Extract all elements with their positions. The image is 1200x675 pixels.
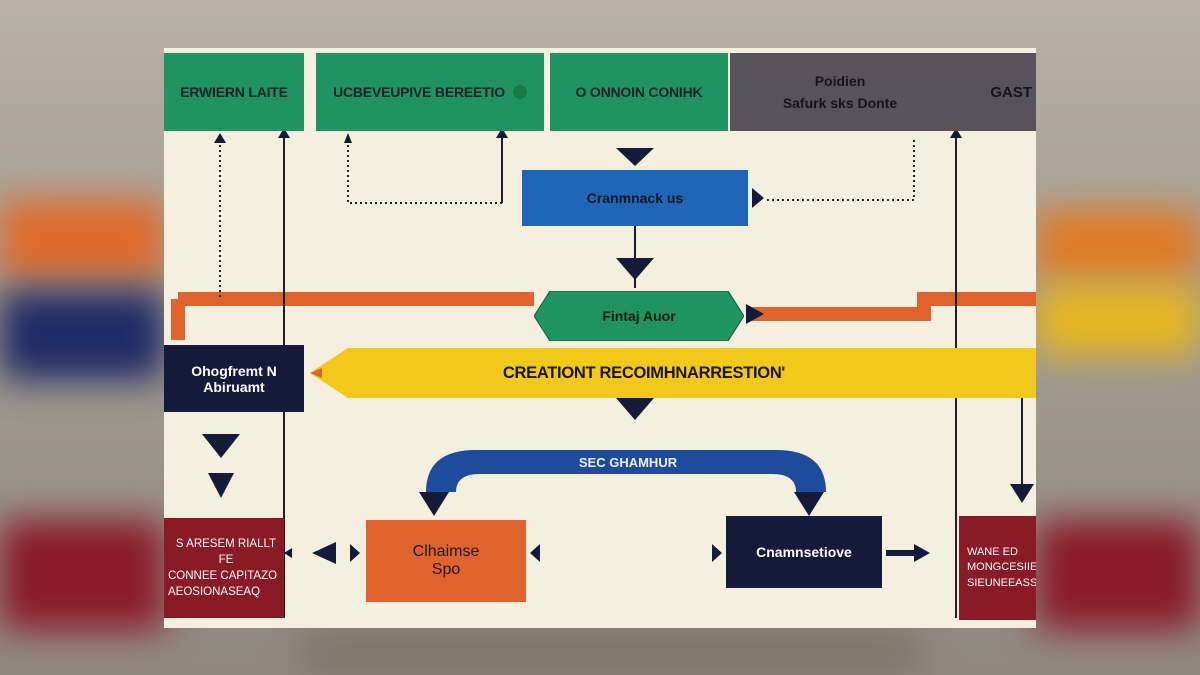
arrow-1 xyxy=(278,128,290,138)
blur-maroon-right xyxy=(1036,520,1200,630)
status-dot-icon xyxy=(512,85,527,99)
arch-shape xyxy=(426,450,826,492)
arrow-13 xyxy=(419,492,449,516)
header-cell-2: UCBEVEUPIVE BEREETIO xyxy=(316,53,544,131)
arrow-4 xyxy=(214,133,226,143)
arrow-18 xyxy=(530,544,540,562)
arrow-5 xyxy=(344,133,352,143)
flowchart-canvas: ERWIERN LAITE UCBEVEUPIVE BEREETIO O ONN… xyxy=(164,48,1036,628)
arrow-11 xyxy=(202,434,240,458)
arrow-2 xyxy=(496,128,508,138)
blur-navy-left xyxy=(0,290,165,380)
navy-bottom-node-label: Cnamnsetiove xyxy=(756,544,852,560)
maroon-right-panel: WANE ED MONGCESIIE SIEUNEEASSE xyxy=(959,516,1036,620)
header-cell-3-label: O ONNOIN CONIHK xyxy=(575,84,703,100)
dotted-connector-2 xyxy=(347,140,502,204)
connector-layer xyxy=(171,128,1036,618)
header-cell-5: GAST xyxy=(950,53,1036,131)
arrow-12 xyxy=(208,473,234,498)
arch-node: SEC GHAMHUR xyxy=(494,450,762,474)
central-node-label: Cranmnack us xyxy=(586,190,684,206)
header-cell-4: Poidien Safurk sks Donte xyxy=(730,53,950,131)
orange-node-line2: Spo xyxy=(431,561,461,578)
finish-node-shape xyxy=(534,291,744,341)
arrow-17 xyxy=(350,544,360,562)
finish-node-label: Fintaj Auor xyxy=(602,308,676,324)
banner: CREATIONT RECOIMHNARRESTION' xyxy=(364,348,924,398)
header-cell-1-label: ERWIERN LAITE xyxy=(180,84,288,100)
left-panel-line2: Abiruamt xyxy=(203,378,265,395)
arrow-9 xyxy=(746,304,764,324)
left-panel-line1: Ohogfremt N xyxy=(191,362,277,379)
arrow-3 xyxy=(950,128,962,138)
banner-shape xyxy=(310,348,1036,398)
arch-node-label: SEC GHAMHUR xyxy=(578,454,678,470)
orange-connector-right xyxy=(749,292,1036,321)
header-cell-4-subtitle: Safurk sks Donte xyxy=(782,95,898,111)
header-cell-4-title: Poidien xyxy=(814,73,866,89)
maroon-right-line1: WANE ED xyxy=(967,545,1018,558)
arrow-6 xyxy=(616,148,654,166)
maroon-right-line3: SIEUNEEASSE xyxy=(967,576,1036,589)
arrow-20 xyxy=(914,544,930,562)
header-cell-2-label: UCBEVEUPIVE BEREETIO xyxy=(333,84,505,100)
banner-label: CREATIONT RECOIMHNARRESTION' xyxy=(502,363,786,382)
arrowheads xyxy=(202,128,1034,564)
central-node: Cranmnack us xyxy=(522,170,748,226)
maroon-left-line2: CONNEE CAPITAZO xyxy=(168,570,278,582)
arrow-7 xyxy=(752,188,764,208)
maroon-right-line2: MONGCESIIE xyxy=(967,561,1036,574)
orange-connector-left xyxy=(171,292,534,340)
header-cell-1: ERWIERN LAITE xyxy=(164,53,304,131)
blur-bottom-strip xyxy=(300,630,920,675)
dotted-connector-3 xyxy=(764,140,915,201)
orange-node: Clhaimse Spo xyxy=(366,520,526,602)
header-cell-3: O ONNOIN CONIHK xyxy=(550,53,728,131)
arrow-14 xyxy=(794,492,824,516)
maroon-left-line3: AEOSIONASEAQ xyxy=(168,586,261,599)
left-panel: Ohogfremt N Abiruamt xyxy=(164,345,304,412)
arrow-19 xyxy=(712,544,722,562)
header-cell-5-label: GAST xyxy=(990,83,1032,101)
arrow-16 xyxy=(312,542,336,564)
maroon-left-panel: S ARESEM RIALLT FE CONNEE CAPITAZO AEOSI… xyxy=(164,518,284,618)
maroon-left-line1: S ARESEM RIALLT FE xyxy=(175,537,277,566)
finish-node: Fintaj Auor xyxy=(534,291,744,341)
orange-node-line1: Clhaimse xyxy=(412,543,480,560)
blur-orange-right xyxy=(1036,210,1200,280)
blur-maroon-left xyxy=(0,520,165,630)
arrow-10 xyxy=(616,398,654,420)
blur-yellow-right xyxy=(1036,285,1200,355)
blur-orange-left xyxy=(0,200,165,280)
arrow-21 xyxy=(284,548,292,558)
navy-bottom-node: Cnamnsetiove xyxy=(726,516,882,588)
arrow-15 xyxy=(1010,484,1034,503)
